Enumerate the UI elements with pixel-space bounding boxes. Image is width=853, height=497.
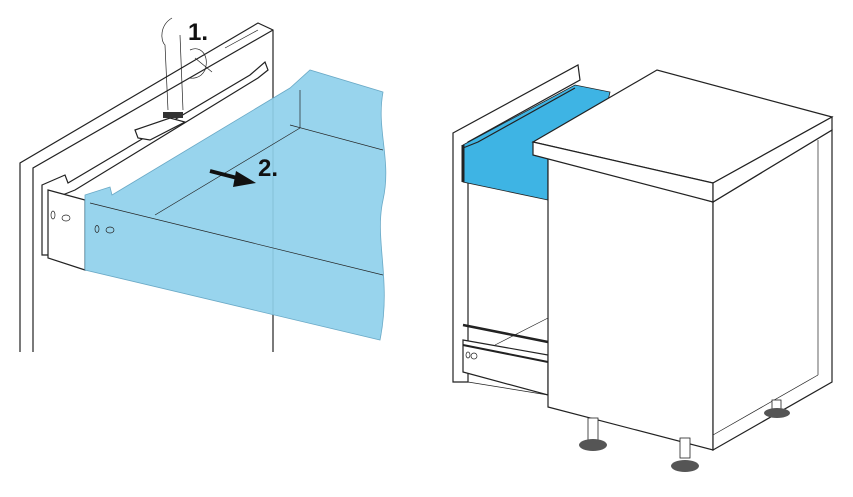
adjustable-legs <box>579 399 790 472</box>
lower-runner <box>462 317 549 396</box>
step-1-label: 1. <box>188 19 208 46</box>
leg-front-right <box>671 437 699 472</box>
arrow-icon <box>209 169 256 187</box>
right-cabinet-illustration <box>452 64 834 472</box>
hand-icon <box>161 17 213 118</box>
left-step-illustration: 1. 2. <box>19 17 387 352</box>
drawer-blue <box>84 69 387 352</box>
leg-front-left <box>579 417 607 451</box>
cabinet-door-and-side <box>547 128 833 452</box>
drawer-runner <box>41 60 269 271</box>
step-2-label: 2. <box>258 155 278 182</box>
leg-back-right <box>764 399 790 418</box>
countertop <box>531 69 834 204</box>
